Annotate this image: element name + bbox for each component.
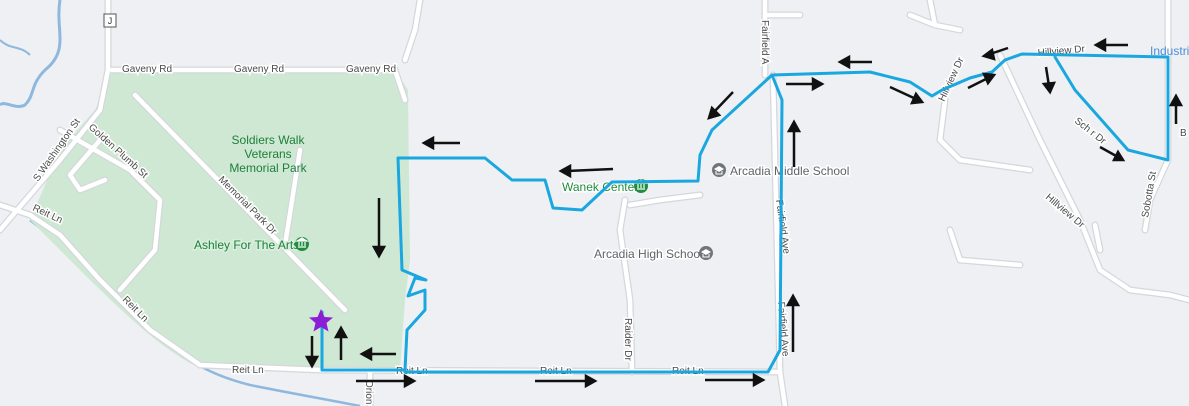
arrow-icon (371, 198, 387, 259)
label-hillview-dr: Hillview Dr (1037, 44, 1086, 59)
arrow-icon (967, 72, 997, 90)
school-icon (712, 163, 726, 177)
arrow-icon (558, 163, 614, 179)
park-name-line-3: Memorial Park (229, 161, 307, 175)
arrow-icon (1099, 145, 1126, 162)
poi-label: Arcadia High School (594, 247, 703, 261)
label-hillview-dr: Hillview Dr (1043, 192, 1087, 231)
arrow-icon (707, 91, 734, 120)
arrow-icon (535, 373, 598, 389)
arrow-icon (304, 336, 320, 369)
arrow-icon (359, 346, 396, 362)
start-marker[interactable] (309, 309, 333, 332)
arrow-icon (981, 46, 1009, 61)
arrow-icon (785, 293, 801, 352)
stream-branch (0, 39, 31, 56)
arrow-icon (356, 373, 417, 389)
arrow-icon (1168, 93, 1184, 124)
museum-icon (294, 237, 310, 251)
label-orion: Orion (363, 380, 374, 404)
arrow-icon (786, 119, 802, 167)
route-shield: J (103, 13, 117, 28)
arrow-icon (421, 135, 460, 151)
poi-ashley-for-the-arts[interactable]: Ashley For The Arts (193, 237, 310, 254)
arrow-icon (705, 372, 766, 388)
park-name-line-1: Soldiers Walk (232, 133, 306, 147)
label-gaveny-rd: Gaveny Rd (234, 64, 284, 75)
label-gaveny-rd: Gaveny Rd (122, 64, 172, 75)
label-gaveny-rd: Gaveny Rd (346, 64, 396, 75)
school-icon (699, 246, 713, 260)
route-path (320, 52, 1170, 374)
label-raider-dr: Raider Dr (622, 318, 633, 361)
arrow-icon (333, 325, 349, 360)
label-industrial: Industri (1150, 44, 1189, 58)
label-fairfield-ave: Fairfield A (759, 20, 770, 65)
label-hillview-dr: Hillview Dr (937, 55, 967, 103)
arrow-icon (786, 76, 825, 92)
star-icon (309, 309, 333, 332)
arrow-icon (837, 54, 872, 70)
label-b: B (1180, 128, 1187, 139)
poi-label: Arcadia Middle School (730, 164, 849, 178)
label-reit-ln: Reit Ln (232, 365, 264, 376)
stream (0, 0, 62, 108)
poi-arcadia-high-school[interactable]: Arcadia High School (593, 246, 713, 263)
park-title: Soldiers Walk Veterans Memorial Park (229, 133, 307, 175)
poi-arcadia-middle-school[interactable]: Arcadia Middle School (712, 163, 851, 180)
park-area (30, 70, 410, 370)
arrow-icon (889, 85, 925, 105)
direction-arrows (304, 37, 1184, 389)
park-name-line-2: Veterans (244, 147, 291, 161)
arrow-icon (1041, 66, 1057, 95)
poi-label: Ashley For The Arts (194, 238, 299, 252)
svg-text:J: J (108, 16, 113, 26)
arrow-icon (1093, 37, 1128, 53)
